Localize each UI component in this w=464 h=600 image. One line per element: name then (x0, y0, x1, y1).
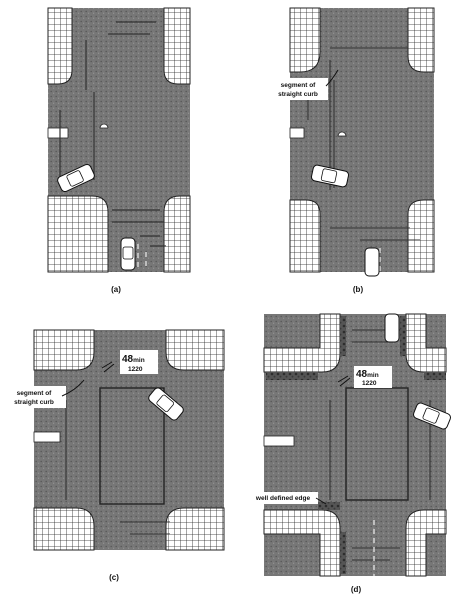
corner-sidewalk-bottom-left (47, 195, 109, 273)
corner-sidewalk-top-right (407, 7, 435, 73)
panel-caption: (c) (109, 573, 119, 582)
corner-sidewalk-top-left (47, 7, 73, 85)
panel-caption: (b) (353, 285, 364, 294)
corner-sidewalk-bottom-left (263, 509, 341, 577)
panel-c: 48min 1220 segment of straight curb (c) (4, 329, 225, 582)
corner-sidewalk-bottom-right (165, 507, 225, 551)
car-icon (57, 163, 95, 193)
panel-caption: (a) (111, 285, 121, 294)
car-icon (148, 387, 184, 421)
car-icon (310, 164, 350, 188)
corner-sidewalk-top-right (405, 313, 447, 373)
corner-sidewalk-bottom-right (163, 195, 191, 273)
corner-sidewalk-top-left (289, 7, 321, 73)
annotation-arrow (61, 379, 85, 397)
car-icon (120, 237, 136, 271)
planting-strip (318, 502, 340, 510)
planting-strip (424, 372, 446, 380)
annotation-line-2: straight curb (278, 91, 318, 98)
dimension-metric: 1220 (362, 380, 377, 387)
planting-strip (340, 532, 346, 574)
corner-sidewalk-bottom-right (405, 509, 447, 577)
corner-sidewalk-bottom-left (289, 199, 321, 273)
panel-b: segment of straight curb (b) (268, 7, 435, 294)
annotation-line-1: well defined edge (255, 495, 311, 502)
annotation-arrow (325, 69, 339, 87)
annotation-line-1: segment of (17, 390, 53, 397)
crosswalk-zone (99, 387, 165, 505)
corner-sidewalk-top-right (163, 7, 191, 85)
annotation-arrow (315, 497, 327, 505)
corner-sidewalk-bottom-left (33, 507, 95, 551)
corner-sidewalk-bottom-right (407, 199, 435, 273)
planting-strip (400, 316, 406, 356)
car-icon (413, 402, 451, 430)
panel-a: (a) (47, 7, 191, 294)
annotation-line-2: straight curb (14, 399, 54, 406)
corner-sidewalk-top-right (165, 329, 225, 371)
corner-sidewalk-top-left (33, 329, 95, 371)
annotation-line-1: segment of (281, 82, 317, 89)
dimension-label: 48min (122, 354, 145, 365)
corner-sidewalk-top-left (263, 313, 341, 373)
dimension-label: 48min (356, 369, 379, 380)
planting-strip (266, 372, 318, 380)
dimension-metric: 1220 (128, 366, 143, 373)
planting-strip (340, 316, 346, 356)
car-icon (364, 247, 380, 277)
car-icon (384, 313, 400, 343)
panel-d: 48min 1220 well defined edge (d) (248, 313, 451, 594)
panel-caption: (d) (351, 585, 362, 594)
